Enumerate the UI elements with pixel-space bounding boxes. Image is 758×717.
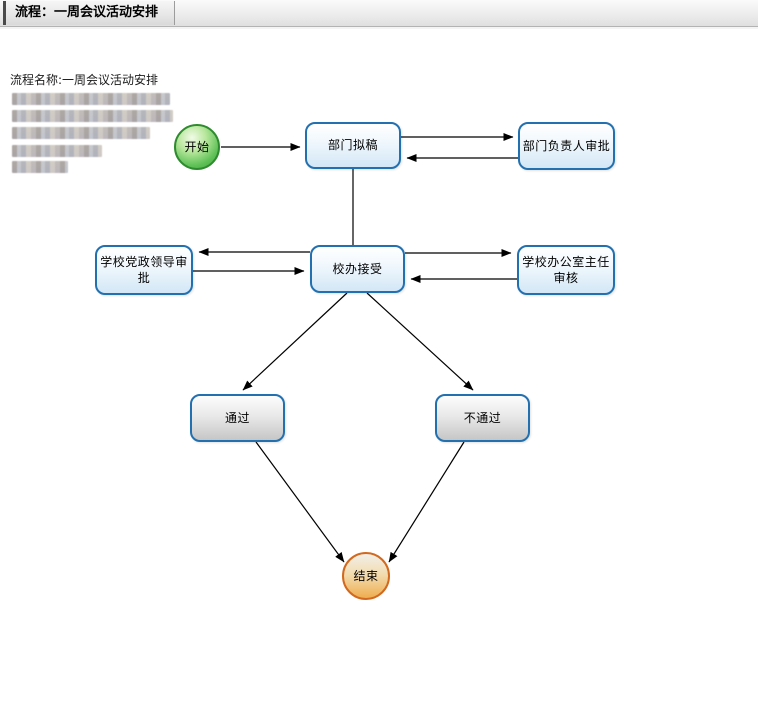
- connector-office-accept-to-fail: [366, 292, 474, 391]
- tab-process[interactable]: 流程：一周会议活动安排: [3, 1, 176, 25]
- tab-title: 流程：一周会议活动安排: [15, 5, 159, 20]
- node-fail-label: 不通过: [463, 410, 502, 425]
- connector-office-accept-to-pass: [242, 292, 348, 391]
- connector-fail-to-end: [388, 441, 465, 563]
- connector-pass-to-end: [255, 441, 345, 563]
- node-end-label: 结束: [353, 568, 379, 583]
- node-office-director-review-label: 学校办公室主任审核: [522, 254, 610, 285]
- node-start-label: 开始: [184, 139, 210, 154]
- node-office-director-review: 学校办公室主任审核: [517, 245, 615, 295]
- node-draft-label: 部门拟稿: [327, 138, 378, 153]
- node-party-gov-leaders-approval-label: 学校党政领导审批: [100, 254, 188, 285]
- redacted-text-line: [12, 145, 102, 157]
- node-school-office-accept: 校办接受: [310, 245, 405, 293]
- node-pass-label: 通过: [224, 410, 250, 425]
- node-pass: 通过: [190, 394, 285, 442]
- tab-bar: 流程：一周会议活动安排: [0, 0, 758, 29]
- node-draft: 部门拟稿: [305, 122, 401, 169]
- node-fail: 不通过: [435, 394, 530, 442]
- node-school-office-accept-label: 校办接受: [332, 261, 383, 276]
- redacted-text-line: [12, 161, 68, 173]
- node-end: 结束: [342, 552, 390, 600]
- redacted-text-line: [12, 110, 173, 122]
- redacted-text-line: [12, 127, 150, 139]
- node-dept-head-approval-label: 部门负责人审批: [522, 138, 611, 153]
- node-start: 开始: [174, 124, 220, 170]
- process-name-label: 流程名称:一周会议活动安排: [10, 73, 159, 87]
- node-party-gov-leaders-approval: 学校党政领导审批: [95, 245, 193, 295]
- node-dept-head-approval: 部门负责人审批: [518, 122, 615, 170]
- redacted-text-line: [12, 93, 170, 105]
